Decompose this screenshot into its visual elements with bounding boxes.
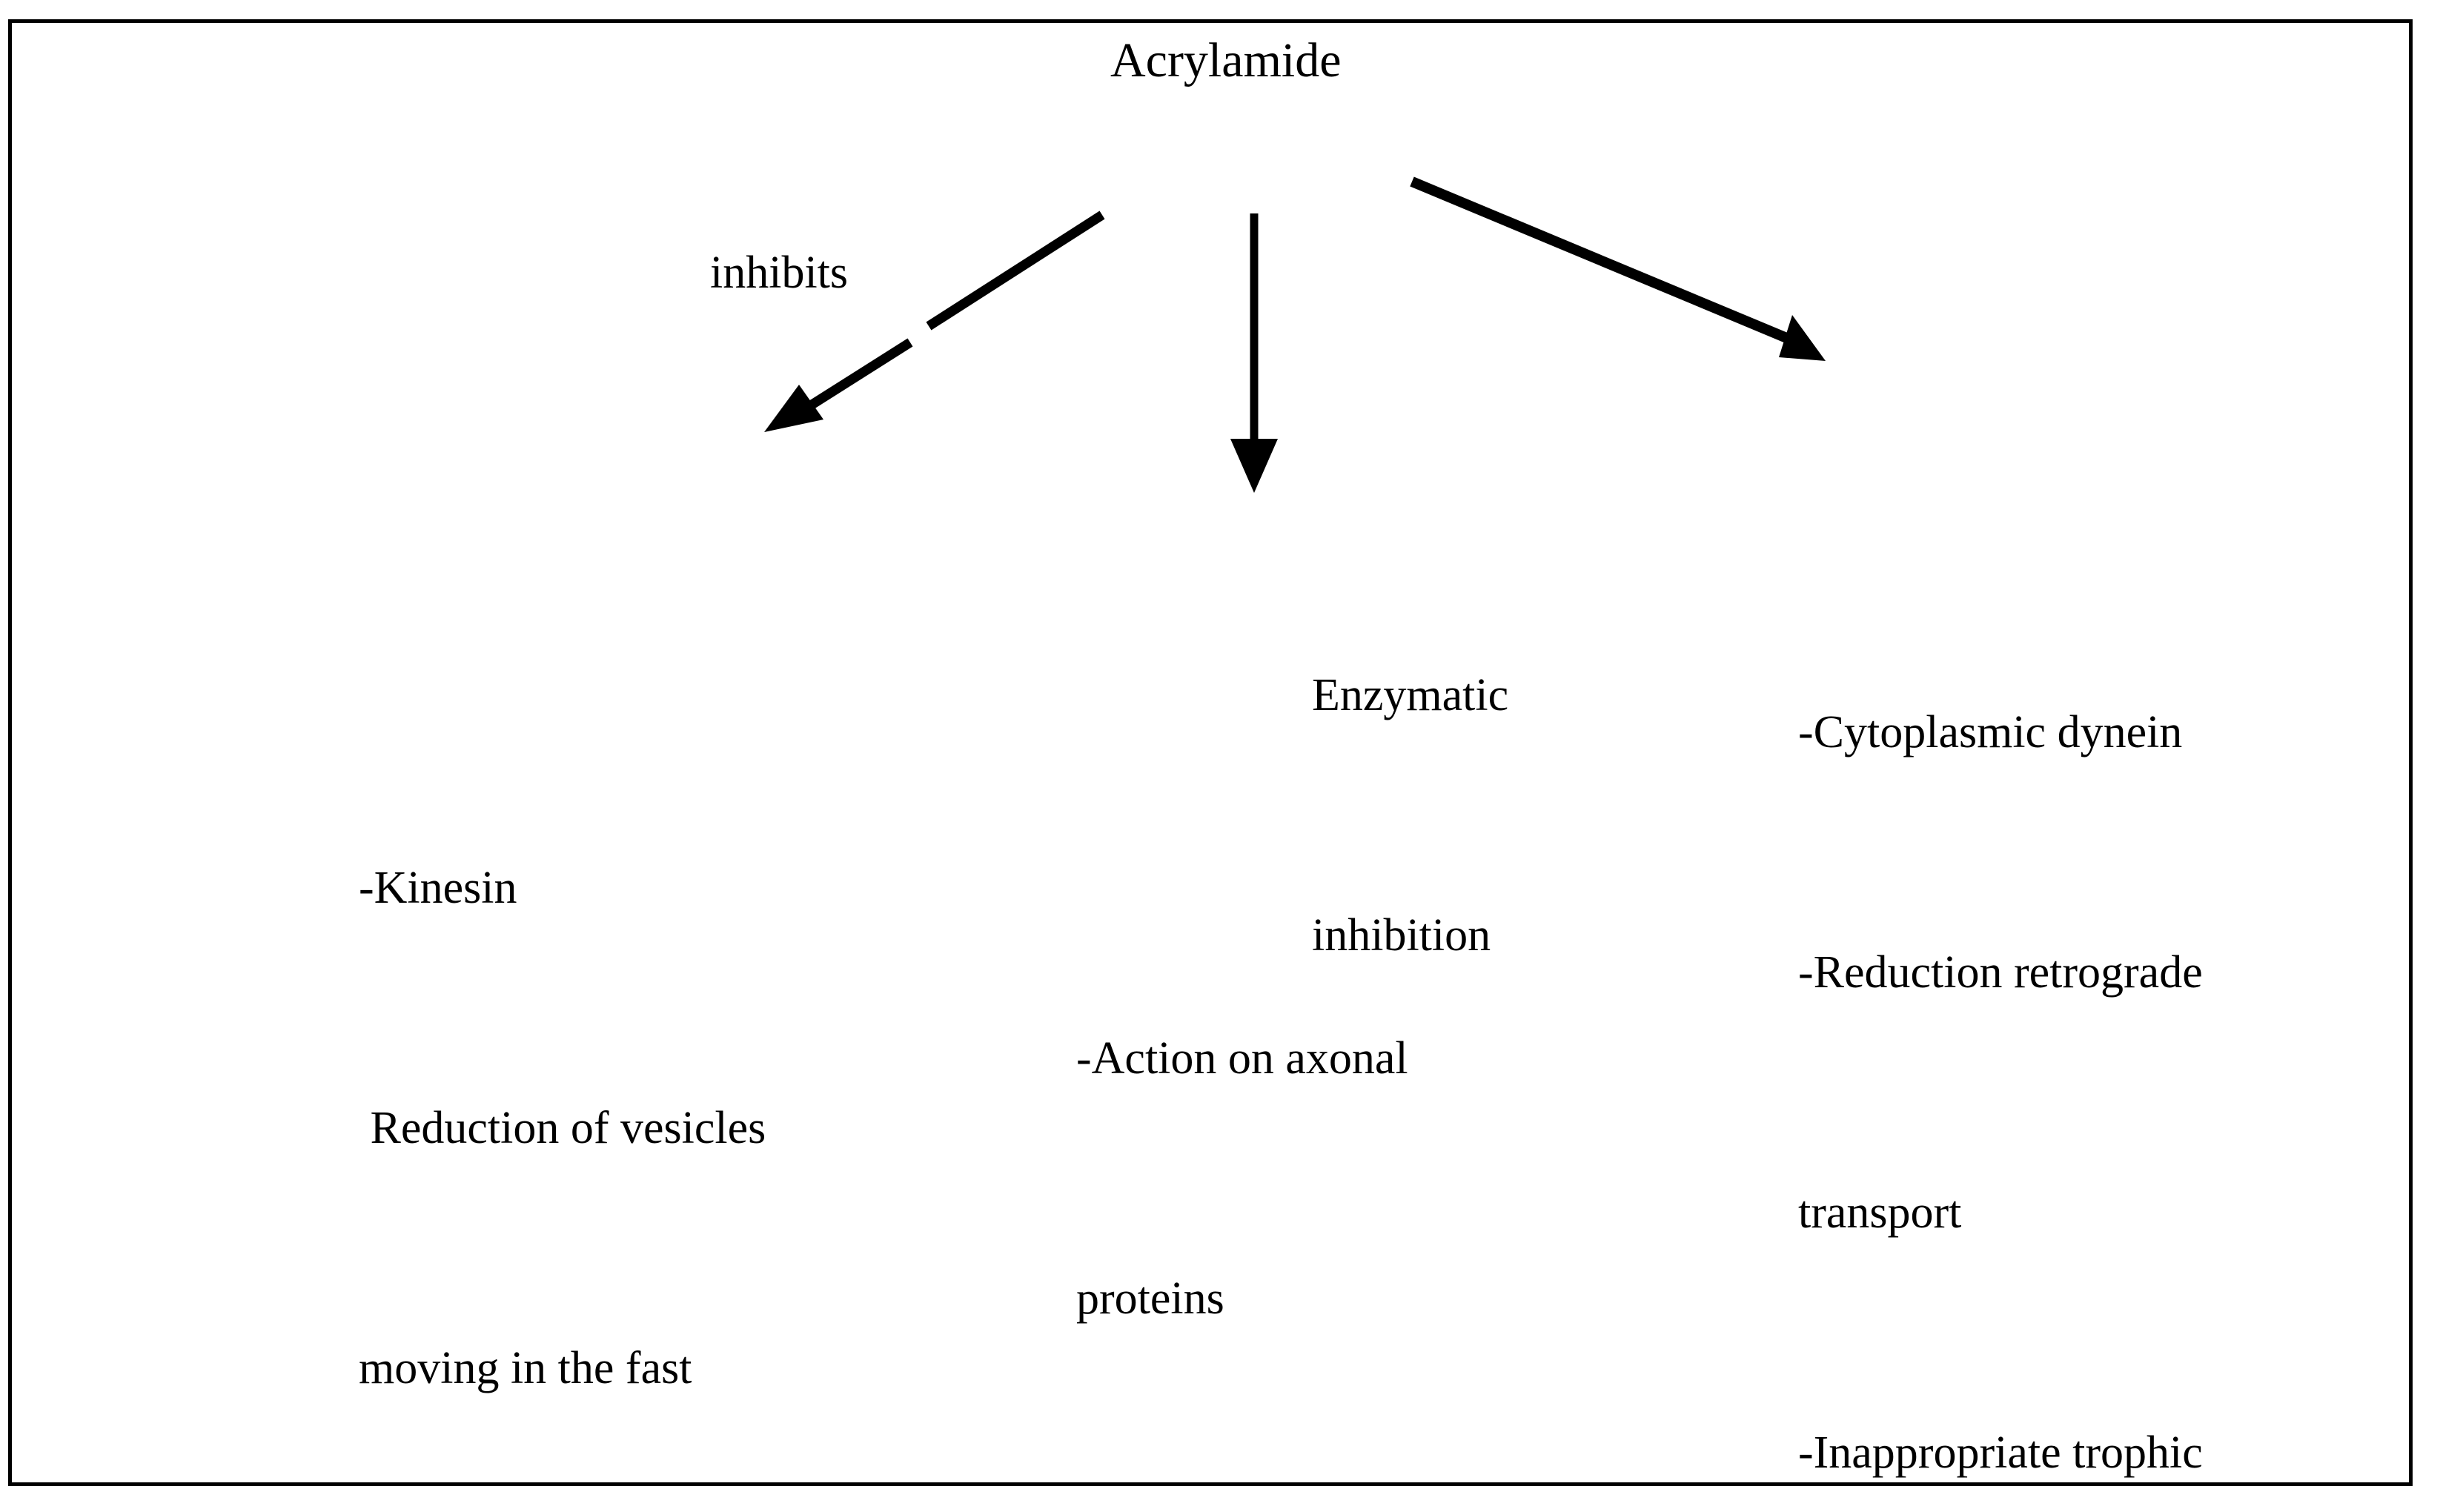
column-right-line-4: -Inappropriate trophic	[1798, 1428, 2203, 1478]
column-right-line-1: -Cytoplasmic dynein	[1798, 707, 2183, 757]
node-enzymatic-line-2: inhibition	[1312, 910, 1491, 961]
column-left-line-2: Reduction of vesicles	[359, 1103, 766, 1153]
column-middle-line-2: proteins	[1076, 1273, 1224, 1324]
diagram-border-frame	[8, 19, 2413, 1486]
column-right-line-3: transport	[1798, 1187, 1962, 1238]
column-middle-axonal: -Action on axonal proteins -Degeneration…	[1076, 858, 1474, 1512]
column-right-dynein: -Cytoplasmic dynein -Reduction retrograd…	[1798, 532, 2203, 1512]
column-middle-line-3: -Degeneration or	[1076, 1499, 1474, 1512]
column-middle-line-1: -Action on axonal	[1076, 1033, 1408, 1084]
edge-label-inhibits: inhibits	[710, 248, 849, 298]
column-left-kinesin: -Kinesin Reduction of vesicles moving in…	[359, 688, 772, 1512]
diagram-title: Acrylamide	[1110, 33, 1342, 87]
column-left-line-1: -Kinesin	[359, 863, 517, 913]
node-enzymatic-line-1: Enzymatic	[1312, 670, 1509, 720]
node-enzymatic-inhibition: Enzymatic inhibition	[1312, 495, 1508, 1135]
column-right-line-2: -Reduction retrograde	[1798, 947, 2203, 998]
column-left-line-3: moving in the fast	[359, 1343, 692, 1393]
